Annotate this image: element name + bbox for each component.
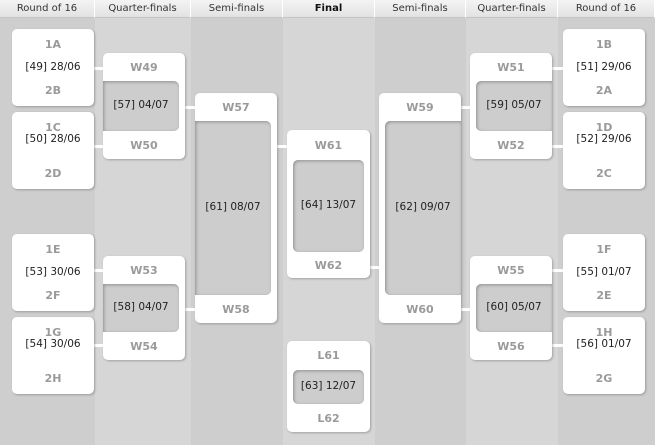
match-date: [59] 05/07 — [486, 99, 542, 111]
team-bottom: 2G — [595, 372, 613, 385]
match-date: [57] 04/07 — [113, 99, 169, 111]
inner-area — [103, 81, 179, 131]
team-top: W55 — [497, 263, 525, 277]
team-top: 1F — [596, 243, 612, 256]
match-box[interactable]: 1C[50] 28/06 2D — [12, 112, 94, 189]
match-date: [56] 01/07 — [576, 338, 632, 350]
header-semi-finals-left: Semi-finals — [191, 0, 283, 18]
match-box[interactable]: 1B [51] 29/06 2A — [563, 29, 645, 106]
team-top: 1G — [44, 326, 62, 339]
match-date: [63] 12/07 — [300, 380, 357, 392]
connector — [461, 106, 471, 109]
team-bottom: 2H — [44, 372, 62, 385]
team-bottom: L62 — [317, 411, 340, 425]
header-semi-finals-right: Semi-finals — [375, 0, 466, 18]
inner-area — [476, 81, 552, 131]
team-top: 1H — [595, 326, 613, 339]
header-round-of-16-right: Round of 16 — [558, 0, 655, 18]
match-date: [60] 05/07 — [486, 301, 542, 313]
inner-area — [476, 284, 552, 332]
team-bottom: W54 — [130, 339, 158, 353]
inner-area — [385, 121, 461, 295]
connector — [277, 145, 287, 148]
team-bottom: W60 — [406, 302, 434, 316]
team-top: 1E — [45, 243, 61, 256]
team-top: 1D — [595, 121, 613, 134]
team-bottom: 2E — [596, 289, 612, 302]
connector — [94, 344, 104, 347]
team-top: 1C — [45, 121, 61, 134]
inner-area — [103, 284, 179, 332]
team-bottom: W62 — [314, 258, 343, 272]
match-date: [53] 30/06 — [25, 266, 81, 278]
header-round-of-16-left: Round of 16 — [0, 0, 95, 18]
connector — [370, 266, 380, 269]
match-box[interactable]: 1D[52] 29/06 2C — [563, 112, 645, 189]
team-top: 1A — [44, 38, 62, 51]
team-top: W57 — [222, 100, 250, 114]
team-top: L61 — [317, 349, 340, 362]
match-date: [52] 29/06 — [576, 133, 632, 145]
team-bottom: 2B — [44, 84, 62, 97]
team-bottom: 2A — [595, 84, 613, 97]
match-box[interactable]: 1G[54] 30/06 2H — [12, 317, 94, 394]
connector — [94, 67, 104, 70]
team-bottom: 2C — [596, 167, 612, 180]
connector — [552, 145, 563, 148]
match-box[interactable]: 1A [49] 28/06 2B — [12, 29, 94, 106]
team-top: W49 — [130, 60, 158, 74]
connector — [94, 145, 104, 148]
match-date: [55] 01/07 — [576, 266, 632, 278]
team-top: W53 — [130, 263, 158, 277]
connector — [552, 269, 563, 272]
match-date: [51] 29/06 — [576, 61, 632, 73]
connector — [185, 106, 195, 109]
inner-area — [195, 121, 271, 295]
match-date: [61] 08/07 — [205, 201, 261, 213]
connector — [94, 269, 104, 272]
header-quarter-finals-left: Quarter-finals — [95, 0, 191, 18]
team-bottom: 2D — [44, 167, 62, 180]
match-date: [49] 28/06 — [25, 61, 81, 73]
team-top: W61 — [314, 138, 343, 152]
header-final: Final — [283, 0, 375, 18]
team-bottom: W58 — [222, 302, 250, 316]
team-bottom: 2F — [45, 289, 61, 302]
inner-area — [293, 370, 364, 404]
connector — [185, 308, 195, 311]
connector — [552, 344, 563, 347]
match-box[interactable]: 1F [55] 01/07 2E — [563, 234, 645, 311]
match-date: [62] 09/07 — [395, 201, 451, 213]
connector — [461, 308, 471, 311]
team-top: W59 — [406, 100, 434, 114]
match-date: [58] 04/07 — [113, 301, 169, 313]
team-bottom: W52 — [497, 138, 525, 152]
match-date: [50] 28/06 — [25, 133, 81, 145]
team-top: W51 — [497, 60, 525, 74]
match-box[interactable]: 1E [53] 30/06 2F — [12, 234, 94, 311]
match-date: [64] 13/07 — [300, 199, 357, 211]
match-box[interactable]: 1H[56] 01/07 2G — [563, 317, 645, 394]
team-bottom: W50 — [130, 138, 158, 152]
team-top: 1B — [595, 38, 613, 51]
connector — [552, 67, 563, 70]
match-date: [54] 30/06 — [25, 338, 81, 350]
team-bottom: W56 — [497, 339, 525, 353]
header-quarter-finals-right: Quarter-finals — [466, 0, 558, 18]
inner-area — [293, 160, 364, 252]
